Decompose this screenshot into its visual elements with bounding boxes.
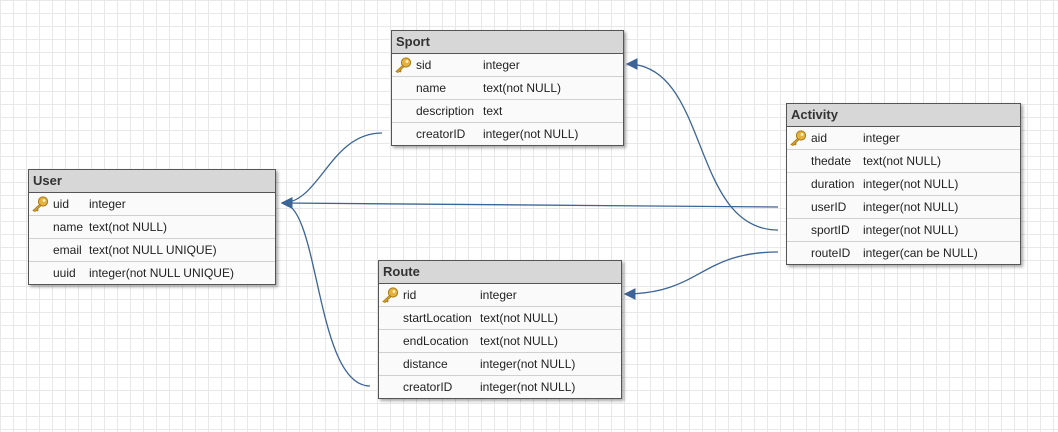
table-user-row-uuid[interactable]: uuid integer(not NULL UNIQUE) (29, 262, 275, 284)
table-activity-row-aid[interactable]: aid integer (787, 127, 1020, 150)
column-type: text(not NULL) (483, 81, 562, 95)
relation-activity-route-to-route (623, 251, 779, 300)
table-route-row-distance[interactable]: distance integer(not NULL) (379, 353, 621, 376)
column-name: thedate (811, 154, 852, 168)
column-type: text(not NULL) (480, 334, 559, 348)
table-activity-row-sportid[interactable]: sportID integer(not NULL) (787, 219, 1020, 242)
column-name: sportID (811, 223, 850, 237)
column-name: name (416, 81, 447, 95)
column-type: text (483, 104, 503, 118)
table-route-row-creatorid[interactable]: creatorID integer(not NULL) (379, 376, 621, 398)
table-activity-row-routeid[interactable]: routeID integer(can be NULL) (787, 242, 1020, 264)
column-type: integer (480, 288, 517, 302)
table-route-title: Route (379, 261, 621, 284)
table-route-row-rid[interactable]: rid integer (379, 284, 621, 307)
column-type: integer (483, 58, 520, 72)
table-sport-row-creatorid[interactable]: creatorID integer(not NULL) (392, 123, 623, 145)
column-name: rid (403, 288, 417, 302)
column-name: routeID (811, 246, 851, 260)
primary-key-icon (789, 130, 807, 146)
relation-activity-sport-to-sport (625, 58, 779, 231)
primary-key-icon (31, 196, 49, 212)
table-user-row-name[interactable]: name text(not NULL) (29, 216, 275, 239)
table-sport[interactable]: Sport sid integer name text(not NULL) descri… (391, 30, 624, 146)
relation-activity-user-to-user (280, 197, 779, 209)
column-name: sid (416, 58, 432, 72)
column-type: integer(not NULL) (483, 127, 579, 141)
column-type: integer(not NULL) (863, 177, 959, 191)
table-activity-rows: aid integer thedate text(not NULL) duration i… (787, 127, 1020, 264)
column-name: endLocation (403, 334, 469, 348)
table-user-row-email[interactable]: email text(not NULL UNIQUE) (29, 239, 275, 262)
column-type: integer(not NULL) (480, 380, 576, 394)
table-user-row-uid[interactable]: uid integer (29, 193, 275, 216)
primary-key-icon (394, 57, 412, 73)
column-name: creatorID (416, 127, 466, 141)
column-name: duration (811, 177, 855, 191)
table-route[interactable]: Route rid integer startLocation text(not NU… (378, 260, 622, 399)
table-activity-row-thedate[interactable]: thedate text(not NULL) (787, 150, 1020, 173)
column-type: text(not NULL) (863, 154, 942, 168)
column-name: aid (811, 131, 828, 145)
relation-sport-creator-to-user (280, 132, 383, 209)
column-type: integer(not NULL UNIQUE) (89, 266, 234, 280)
column-name: startLocation (403, 311, 472, 325)
table-sport-row-name[interactable]: name text(not NULL) (392, 77, 623, 100)
table-activity-row-duration[interactable]: duration integer(not NULL) (787, 173, 1020, 196)
table-user-title: User (29, 170, 275, 193)
relation-route-creator-to-user (280, 197, 371, 387)
primary-key-icon (381, 287, 399, 303)
table-sport-row-description[interactable]: description text (392, 100, 623, 123)
table-sport-row-sid[interactable]: sid integer (392, 54, 623, 77)
column-name: userID (811, 200, 847, 214)
column-type: integer(not NULL) (863, 223, 959, 237)
column-name: name (53, 220, 84, 234)
table-user-rows: uid integer name text(not NULL) email text(no… (29, 193, 275, 284)
table-route-row-startlocation[interactable]: startLocation text(not NULL) (379, 307, 621, 330)
column-name: uid (53, 197, 70, 211)
column-type: integer(can be NULL) (863, 246, 978, 260)
column-name: creatorID (403, 380, 453, 394)
column-type: text(not NULL) (89, 220, 168, 234)
table-activity-title: Activity (787, 104, 1020, 127)
table-activity-row-userid[interactable]: userID integer(not NULL) (787, 196, 1020, 219)
column-type: integer (863, 131, 900, 145)
column-name: description (416, 104, 475, 118)
column-type: text(not NULL UNIQUE) (89, 243, 217, 257)
column-type: integer(not NULL) (863, 200, 959, 214)
table-sport-rows: sid integer name text(not NULL) description t… (392, 54, 623, 145)
table-activity[interactable]: Activity aid integer thedate text(not NULL)… (786, 103, 1021, 265)
table-route-row-endlocation[interactable]: endLocation text(not NULL) (379, 330, 621, 353)
column-type: integer(not NULL) (480, 357, 576, 371)
column-name: email (53, 243, 82, 257)
table-sport-title: Sport (392, 31, 623, 54)
column-name: distance (403, 357, 448, 371)
column-type: text(not NULL) (480, 311, 559, 325)
column-type: integer (89, 197, 126, 211)
column-name: uuid (53, 266, 76, 280)
